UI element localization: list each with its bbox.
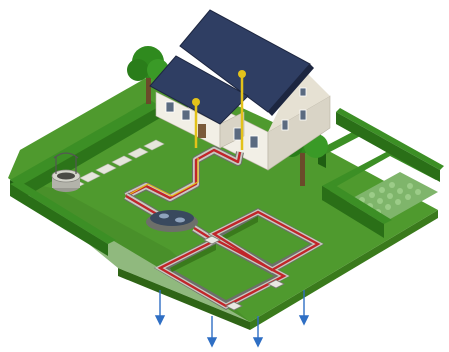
house-door: [198, 124, 206, 138]
